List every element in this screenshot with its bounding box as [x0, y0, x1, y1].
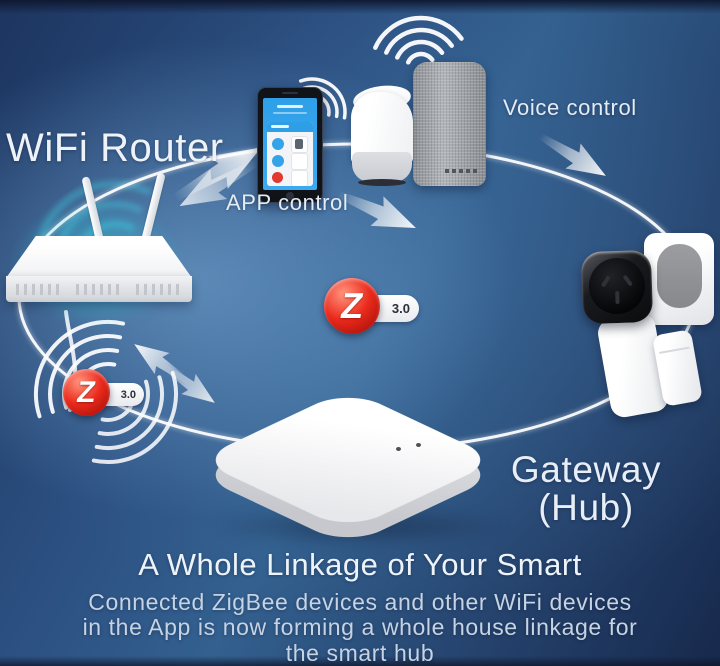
zigbee-logo: 3.0 Z — [324, 278, 434, 336]
phone-home-button — [286, 192, 294, 200]
wifi-router-device — [0, 168, 212, 348]
router-vents — [76, 284, 122, 295]
arrow-icon — [336, 190, 416, 229]
router-vents — [136, 284, 182, 295]
page-subtitle: Connected ZigBee devices and other WiFi … — [0, 589, 720, 666]
gateway-hub-label: Gateway (Hub) — [498, 449, 674, 529]
page-title: A Whole Linkage of Your Smart — [138, 547, 582, 582]
arrow-icon — [179, 158, 260, 207]
app-header-text — [273, 112, 307, 114]
app-device-tile — [291, 136, 308, 153]
gateway-label-line1: Gateway — [510, 449, 662, 490]
socket-pin-slot — [622, 274, 633, 287]
gateway-led — [396, 447, 401, 451]
subtitle-line: Connected ZigBee devices and other WiFi … — [88, 589, 632, 615]
app-device-card — [267, 122, 313, 186]
smartphone-device — [257, 87, 323, 203]
echo-speaker — [413, 62, 486, 186]
app-device-dot — [272, 155, 284, 167]
plug-socket — [588, 257, 646, 315]
router-top-face — [6, 236, 192, 278]
phone-app-screen — [263, 98, 317, 190]
zigbee-version-text: 3.0 — [391, 301, 410, 316]
voice-control-label: Voice control — [503, 95, 637, 120]
subtitle-line: the smart hub — [285, 639, 435, 666]
zigbee-version-text: 3.0 — [120, 388, 136, 401]
subtitle-line: in the App is now forming a whole house … — [82, 614, 638, 641]
gateway-led — [416, 443, 421, 447]
app-card-header — [267, 122, 313, 132]
plug-face — [657, 244, 702, 308]
app-device-tile — [291, 153, 308, 170]
phone-speaker-slit — [282, 92, 298, 94]
zigbee-letter: Z — [338, 285, 366, 326]
app-alert-dot — [272, 172, 283, 183]
speaker-rim — [358, 179, 406, 186]
zigbee-letter: Z — [75, 375, 99, 409]
smart-plug-white — [644, 233, 714, 325]
gateway-hub-device — [170, 385, 540, 565]
google-home-speaker — [351, 82, 413, 188]
zigbee-z-icon: Z — [324, 278, 380, 334]
app-device-tile — [291, 170, 308, 186]
socket-pin-slot — [600, 275, 611, 288]
wifi-router-label: WiFi Router — [6, 126, 224, 170]
zigbee-z-icon: Z — [63, 369, 110, 416]
app-device-dot — [272, 138, 284, 150]
speaker-base — [352, 152, 412, 182]
zigbee-logo: 3.0 Z — [63, 369, 158, 419]
app-header-text — [277, 105, 303, 108]
arrow-icon — [538, 133, 606, 176]
router-vents — [16, 284, 62, 295]
gateway-label-line2: (Hub) — [538, 487, 634, 529]
socket-pin-slot — [615, 290, 620, 305]
arrow-icon — [160, 362, 215, 403]
smart-plug-black — [580, 249, 654, 325]
app-control-label: APP control — [226, 190, 349, 215]
wifi-signal-icon — [373, 15, 464, 65]
router-front-face — [6, 276, 192, 302]
